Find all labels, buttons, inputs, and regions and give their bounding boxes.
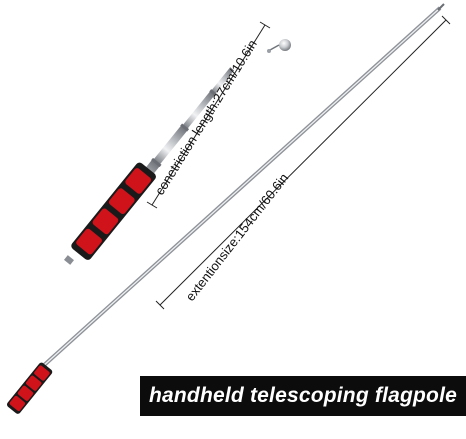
handle-base — [7, 362, 53, 414]
handle-foam-block — [76, 228, 102, 255]
handle-foam-block — [108, 188, 135, 214]
handle-foam-block — [26, 375, 42, 391]
handle-foam-block — [92, 208, 119, 235]
extension-dimension: extentionsize:154cm/60.6in — [155, 15, 451, 310]
extended-flagpole — [7, 3, 445, 414]
handle-foam-block — [9, 395, 26, 411]
handle-foam-block — [125, 168, 152, 194]
pole-ball-cap — [279, 39, 291, 51]
pole-segment — [153, 124, 189, 165]
product-title: handheld telescoping flagpole — [149, 384, 457, 407]
contracted-flagpole — [64, 39, 291, 265]
foam-handle — [71, 162, 156, 260]
handle-foam-block — [17, 385, 34, 401]
pole-segment — [182, 90, 216, 129]
foam-handle — [7, 362, 53, 414]
contraction-label: conetriction length:27cm/10.6in — [152, 37, 260, 198]
handle-foam-block — [34, 365, 50, 381]
pole-segment — [211, 67, 235, 94]
product-title-banner: handheld telescoping flagpole — [140, 376, 466, 416]
